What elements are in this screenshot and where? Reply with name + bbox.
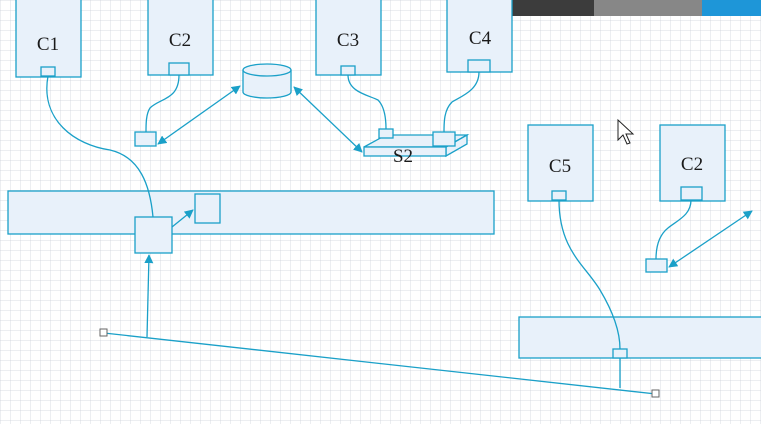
bus-right[interactable] xyxy=(518,316,761,359)
connector-c4-s2[interactable] xyxy=(443,71,480,133)
connector-c1-junction[interactable] xyxy=(46,75,154,218)
node-c1[interactable] xyxy=(15,0,82,78)
port-c2-top[interactable] xyxy=(168,62,190,76)
port-s2-right[interactable] xyxy=(432,131,456,147)
toolbar-strip-dark xyxy=(512,0,594,16)
port-free-c2-right[interactable] xyxy=(645,258,668,273)
arrow-port-c2right-diagonal[interactable] xyxy=(668,210,753,268)
node-c2-top[interactable] xyxy=(147,0,214,76)
port-c4[interactable] xyxy=(467,59,491,73)
arrow-port-database[interactable] xyxy=(157,85,241,145)
node-c5[interactable] xyxy=(527,124,594,202)
connector-c3-s2[interactable] xyxy=(347,74,387,130)
arrow-database-s2[interactable] xyxy=(293,86,363,153)
label-c3: C3 xyxy=(337,30,359,51)
port-c3[interactable] xyxy=(340,65,356,76)
arrow-junction-smallbox[interactable] xyxy=(171,209,194,228)
port-bus-right[interactable] xyxy=(612,348,628,359)
toolbar-strip-blue xyxy=(702,0,761,16)
junction-box-left[interactable] xyxy=(134,216,173,254)
connector-c5-bus[interactable] xyxy=(558,199,621,350)
connector-c2right-port[interactable] xyxy=(655,199,692,260)
node-c4[interactable] xyxy=(446,0,513,73)
port-c1[interactable] xyxy=(40,66,56,77)
arrow-line-junction[interactable] xyxy=(144,254,154,338)
small-box[interactable] xyxy=(194,193,221,224)
toolbar-strip-gray xyxy=(594,0,702,16)
mouse-cursor-icon xyxy=(617,118,635,145)
label-c1: C1 xyxy=(37,34,59,55)
label-s2: S2 xyxy=(393,146,413,167)
port-c2-right[interactable] xyxy=(680,186,703,201)
label-c4: C4 xyxy=(469,28,492,49)
database-icon[interactable] xyxy=(242,63,292,99)
selection-handle-end[interactable] xyxy=(651,389,660,398)
port-s2-left[interactable] xyxy=(378,128,394,139)
label-c5: C5 xyxy=(549,156,571,177)
connector-c2-port[interactable] xyxy=(145,74,180,133)
port-c5[interactable] xyxy=(551,190,567,201)
selection-handle-start[interactable] xyxy=(99,328,108,337)
port-free-c2[interactable] xyxy=(134,131,157,147)
label-c2-right: C2 xyxy=(681,154,703,175)
selected-connector-line[interactable] xyxy=(103,332,657,395)
node-c2-right[interactable] xyxy=(659,124,726,202)
node-s2[interactable] xyxy=(363,128,470,158)
bus-left[interactable] xyxy=(7,190,495,235)
label-c2-top: C2 xyxy=(169,30,191,51)
